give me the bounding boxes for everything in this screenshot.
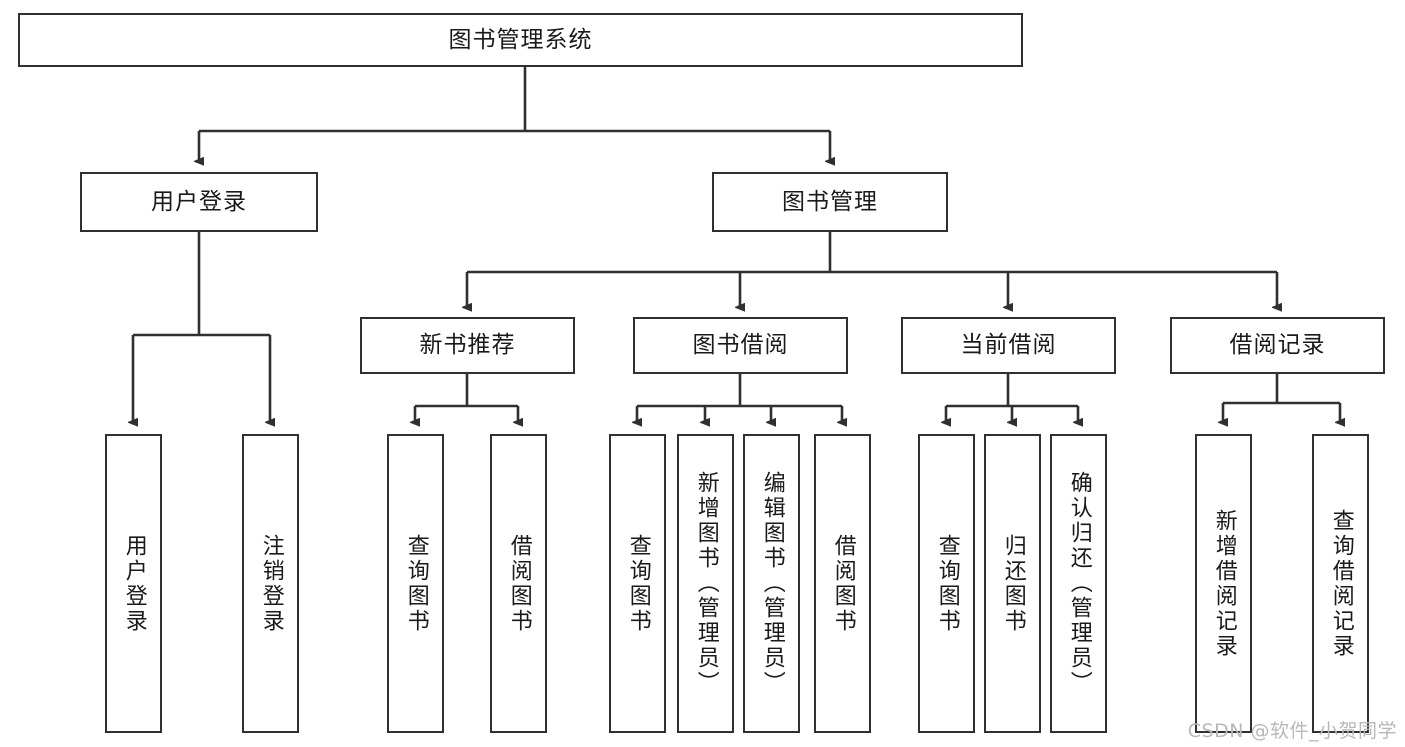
node-new-book-recommend[interactable]: 新书推荐 — [360, 317, 575, 374]
node-book-manage-label: 图书管理 — [782, 188, 878, 215]
node-leaf-edit-book-label: 编辑图书（管理员） — [759, 471, 785, 696]
node-root-label: 图书管理系统 — [448, 26, 593, 53]
node-leaf-add-record-label: 新增借阅记录 — [1211, 508, 1237, 659]
node-leaf-query-book-2[interactable]: 查询图书 — [609, 434, 666, 733]
node-leaf-borrow-book-1[interactable]: 借阅图书 — [490, 434, 547, 733]
node-leaf-add-book[interactable]: 新增图书（管理员） — [677, 434, 734, 733]
node-leaf-logout[interactable]: 注销登录 — [242, 434, 299, 733]
node-leaf-query-book-2-label: 查询图书 — [625, 533, 651, 634]
node-current-borrow[interactable]: 当前借阅 — [901, 317, 1116, 374]
node-user-login-label: 用户登录 — [151, 188, 247, 215]
node-leaf-edit-book[interactable]: 编辑图书（管理员） — [743, 434, 800, 733]
node-book-borrow-label: 图书借阅 — [692, 332, 789, 359]
node-leaf-query-record[interactable]: 查询借阅记录 — [1312, 434, 1369, 733]
node-leaf-query-book-3[interactable]: 查询图书 — [918, 434, 975, 733]
node-leaf-add-record[interactable]: 新增借阅记录 — [1195, 434, 1252, 733]
node-leaf-query-book-1-label: 查询图书 — [403, 533, 429, 634]
node-leaf-return-book-label: 归还图书 — [1000, 533, 1026, 634]
node-book-borrow[interactable]: 图书借阅 — [633, 317, 848, 374]
node-leaf-add-book-label: 新增图书（管理员） — [693, 471, 719, 696]
node-borrow-record[interactable]: 借阅记录 — [1170, 317, 1385, 374]
node-leaf-borrow-book-2-label: 借阅图书 — [830, 533, 856, 634]
node-user-login[interactable]: 用户登录 — [80, 172, 318, 232]
node-leaf-query-book-1[interactable]: 查询图书 — [387, 434, 444, 733]
node-leaf-query-book-3-label: 查询图书 — [934, 533, 960, 634]
node-leaf-user-login-label: 用户登录 — [121, 533, 147, 634]
node-leaf-return-book[interactable]: 归还图书 — [984, 434, 1041, 733]
node-leaf-borrow-book-1-label: 借阅图书 — [506, 533, 532, 634]
node-leaf-query-record-label: 查询借阅记录 — [1328, 508, 1354, 659]
node-borrow-record-label: 借阅记录 — [1229, 332, 1326, 359]
node-new-book-recommend-label: 新书推荐 — [419, 332, 516, 359]
node-leaf-logout-label: 注销登录 — [258, 533, 284, 634]
node-leaf-user-login[interactable]: 用户登录 — [105, 434, 162, 733]
node-leaf-confirm-return[interactable]: 确认归还（管理员） — [1050, 434, 1107, 733]
node-book-manage[interactable]: 图书管理 — [712, 172, 948, 232]
node-leaf-confirm-return-label: 确认归还（管理员） — [1066, 471, 1092, 696]
node-current-borrow-label: 当前借阅 — [960, 332, 1057, 359]
node-leaf-borrow-book-2[interactable]: 借阅图书 — [814, 434, 871, 733]
node-root[interactable]: 图书管理系统 — [18, 13, 1023, 67]
watermark-text: CSDN @软件_小贺同学 — [1187, 720, 1397, 742]
